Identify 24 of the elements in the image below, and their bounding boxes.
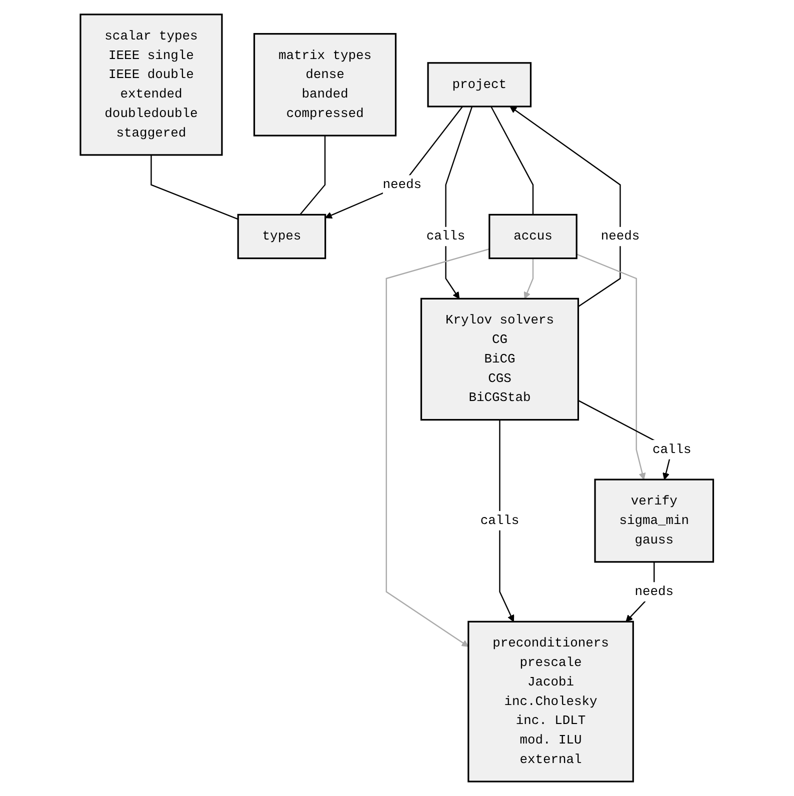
node-box: Krylov solvers CG BiCG CGS BiCGStab [420,298,580,421]
node-box: types [237,214,326,260]
arrow [325,106,464,219]
node-box: accus [488,214,578,260]
node-box: verify sigma_min gauss [594,478,714,563]
edge-label: calls [426,229,466,244]
edge-label: needs [600,229,640,244]
node-box: matrix types dense banded compressed [254,33,397,136]
connector [300,136,326,216]
edge-label: needs [382,178,422,192]
connector [150,154,238,220]
arrow [499,420,514,622]
edge-label: calls [480,513,520,528]
node-box: scalar types IEEE single IEEE double extended doubledouble staggered [80,14,223,156]
edge-label: needs [634,584,674,600]
connector [490,106,534,215]
arrow [510,106,621,308]
node-box: project [427,62,532,108]
arrow [524,258,534,299]
arrow [386,248,490,647]
arrow [445,106,473,299]
node-box: preconditioners prescale Jacobi inc.Cholesky inc. LDLT mod. ILU external [468,620,634,782]
arrow [576,254,646,480]
edge-label: calls [652,442,692,457]
